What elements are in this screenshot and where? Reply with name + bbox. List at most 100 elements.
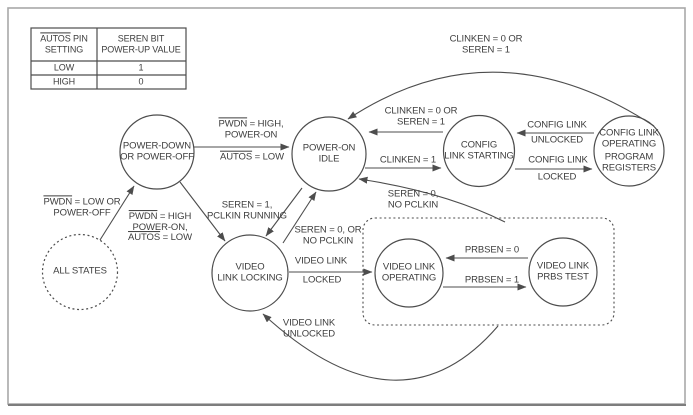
edge-idle-to-locking [265, 187, 303, 237]
label-line: OR POWER-OFF [120, 151, 194, 162]
label-line: LINK STARTING [444, 150, 514, 161]
transition-label-powerdown-to-locking: PWDN = HIGH POWER-ON, AUTOS = LOW [128, 211, 192, 244]
state-circle-all-states [41, 233, 119, 311]
overlined-signal: AUTOS [40, 33, 71, 44]
state-video-link-prbs-test: VIDEO LINK PRBS TEST [537, 261, 589, 282]
label-line: OPERATING [601, 137, 657, 149]
state-circle-video-link-locking [211, 234, 289, 312]
powerup-table-grid [30, 27, 187, 90]
label-line: OPERATING [381, 272, 437, 283]
label-line: POWER-ON, [132, 221, 188, 233]
label-line: CLINKEN = 0 OR [449, 33, 523, 45]
table-cell-value: 0 [138, 76, 144, 87]
label-line: CONFIG LINK [599, 127, 659, 139]
label-line: LINK LOCKING [217, 272, 283, 283]
transition-label-prbs-to-operating: PRBSEN = 0 [464, 244, 520, 256]
label-line: PROGRAM [604, 151, 654, 163]
label-line: NO PCLKIN [302, 235, 354, 246]
table-header-autos-pin: AUTOS PIN SETTING [40, 33, 88, 54]
table-cell-setting: LOW [53, 62, 75, 73]
label-line: CONFIG [460, 139, 498, 151]
label-line: SEREN = 1 [462, 44, 510, 55]
transition-label-locking-to-video-2: LOCKED [302, 274, 342, 286]
label-line: POWER-OFF [53, 207, 111, 218]
transition-label-operating-to-starting-1: CONFIG LINK [527, 119, 587, 131]
label-text: = LOW OR [72, 196, 121, 208]
label-line: SEREN = 0, OR [294, 224, 362, 236]
edge-all-to-powerdown [99, 185, 135, 241]
state-circle-power-on-idle [291, 116, 367, 192]
label-line: POWER-ON [302, 142, 356, 154]
state-config-link-operating: CONFIG LINK OPERATING PROGRAM REGISTERS [599, 128, 659, 174]
label-line: PWDN = LOW OR [43, 197, 120, 208]
label-line: SEREN = 0, [387, 188, 439, 200]
label-line: SEREN = 1, [221, 199, 273, 211]
transition-label-all-to-powerdown: PWDN = LOW OR POWER-OFF [43, 197, 120, 218]
edge-locking-to-idle [282, 191, 317, 244]
label-text: = LOW [160, 232, 192, 244]
state-power-on-idle: POWER-ON IDLE [303, 143, 356, 164]
edge-powerdown-to-locking [179, 181, 226, 242]
overlined-signal: PWDN [128, 211, 158, 223]
label-line: AUTOS PIN [40, 33, 88, 44]
state-all-states: ALL STATES [53, 265, 107, 278]
video-operating-group-box [362, 217, 615, 326]
label-line: VIDEO LINK [536, 260, 590, 272]
label-line: UNLOCKED [282, 328, 335, 339]
label-text: = LOW [252, 151, 284, 163]
edge-operating-to-idle-arc [347, 71, 655, 127]
state-video-link-locking: VIDEO LINK LOCKING [217, 262, 282, 283]
transition-label-powerdown-to-idle-top: PWDN = HIGH, POWER-ON [218, 119, 283, 140]
transition-label-locking-to-idle: SEREN = 0, OR NO PCLKIN [294, 225, 361, 246]
transition-label-idle-to-starting: CLINKEN = 1 [379, 154, 437, 166]
transition-label-starting-to-operating-1: CONFIG LINK [528, 154, 588, 166]
label-line: VIDEO LINK [382, 261, 436, 273]
label-line: ALL STATES [53, 265, 107, 277]
transition-label-powerdown-to-idle-bottom: AUTOS = LOW [220, 151, 284, 164]
label-line: IDLE [318, 153, 340, 164]
transition-label-operating-to-starting-2: UNLOCKED [531, 134, 583, 146]
state-circle-video-link-operating [374, 238, 444, 308]
transition-label-starting-to-idle: CLINKEN = 0 OR SEREN = 1 [385, 106, 458, 127]
label-line: PWDN = HIGH [128, 211, 192, 223]
label-line: PWDN = HIGH, [218, 119, 283, 130]
overlined-signal: PWDN [218, 118, 248, 130]
label-line: SEREN BIT [117, 33, 165, 44]
overlined-signal: AUTOS [220, 151, 253, 163]
state-circle-config-link-operating [593, 115, 665, 187]
label-line: POWER-DOWN [122, 140, 192, 152]
transition-label-idle-to-locking: SEREN = 1, PCLKIN RUNNING [207, 200, 287, 221]
transition-label-starting-to-operating-2: LOCKED [537, 171, 577, 183]
state-config-link-starting: CONFIG LINK STARTING [444, 140, 514, 161]
state-circle-config-link-starting [442, 114, 516, 188]
label-line: AUTOS = LOW [128, 232, 192, 244]
state-circle-video-link-prbs-test [528, 237, 598, 307]
label-text: = HIGH, [247, 118, 284, 130]
overlined-signal: AUTOS [128, 232, 161, 244]
transition-label-locking-to-video-1: VIDEO LINK [294, 255, 348, 267]
label-line: NO PCLKIN [387, 199, 439, 210]
table-cell-setting: HIGH [52, 76, 76, 87]
edge-videogroup-to-idle [358, 176, 506, 223]
state-circle-power-down [119, 114, 195, 190]
transition-label-video-to-idle: SEREN = 0, NO PCLKIN [387, 188, 439, 210]
label-line: REGISTERS [601, 162, 656, 174]
state-power-down: POWER-DOWN OR POWER-OFF [120, 141, 194, 162]
label-line: PCLKIN RUNNING [207, 210, 287, 221]
transition-label-video-unlocked-arc: VIDEO LINK UNLOCKED [283, 318, 335, 339]
label-line: SEREN = 1 [397, 116, 445, 127]
table-header-seren-bit: SEREN BIT POWER-UP VALUE [101, 33, 180, 54]
label-line: CLINKEN = 0 OR [384, 105, 458, 117]
state-video-link-operating: VIDEO LINK OPERATING [382, 262, 436, 283]
label-line: PRBS TEST [537, 271, 589, 282]
overlined-signal: PWDN [43, 196, 73, 208]
table-cell-value: 1 [138, 62, 144, 73]
edge-video-unlocked-arc [262, 313, 499, 381]
label-line: POWER-ON [224, 129, 278, 140]
label-line: SETTING [44, 44, 84, 54]
label-text: PIN [70, 33, 88, 44]
label-line: POWER-UP VALUE [101, 44, 181, 54]
label-line: VIDEO [235, 261, 265, 273]
